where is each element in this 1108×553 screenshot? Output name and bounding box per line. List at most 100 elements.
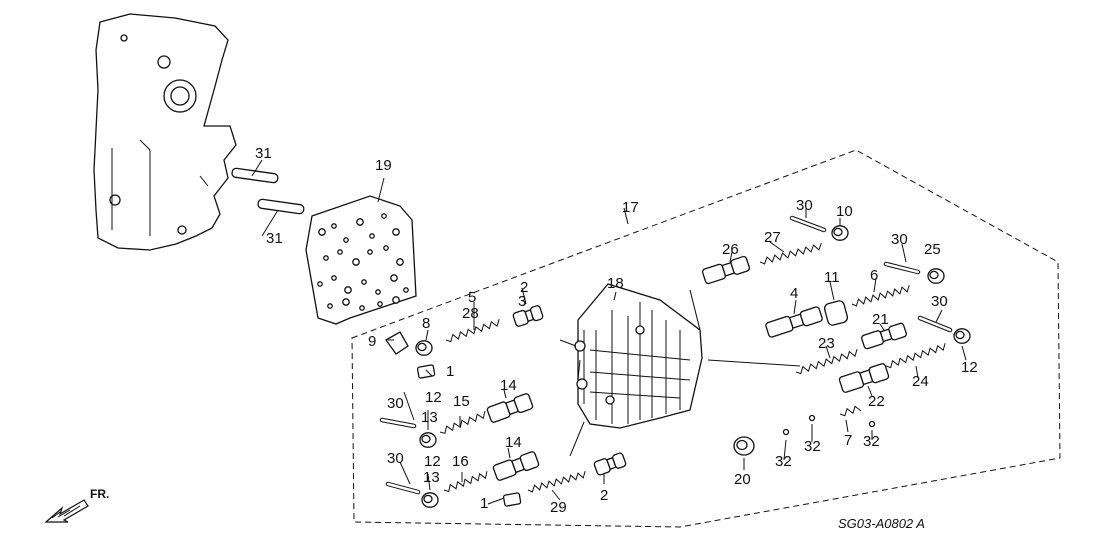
plate-hole	[375, 289, 381, 295]
part-label-30: 30	[387, 450, 404, 467]
front-arrow-icon	[44, 499, 89, 523]
filter-20	[733, 436, 755, 456]
part-label-31: 31	[255, 145, 272, 162]
part-label-30: 30	[891, 231, 908, 248]
leader-line	[873, 277, 877, 293]
retainer-9	[385, 331, 409, 355]
cap-13-lower	[421, 492, 439, 508]
plate-hole	[327, 303, 333, 309]
plate-hole	[317, 281, 323, 287]
leader-line	[769, 241, 785, 253]
clip-1-lower	[502, 492, 522, 507]
leader-line	[689, 289, 701, 331]
leader-line	[425, 329, 429, 341]
valve-14-lower	[492, 451, 540, 481]
cap-13-upper	[419, 432, 437, 448]
part-label-7: 7	[844, 432, 852, 449]
plate-hole	[390, 274, 398, 282]
spring-15	[439, 411, 486, 434]
clip-1-upper	[416, 364, 436, 379]
main-valve-body	[574, 283, 703, 429]
part-label-20: 20	[734, 471, 751, 488]
pin-30-top	[789, 215, 827, 233]
part-label-16: 16	[452, 453, 469, 470]
plate-hole	[392, 296, 400, 304]
part-label-13: 13	[423, 469, 440, 486]
part-label-25: 25	[924, 241, 941, 258]
plate-hole	[381, 213, 387, 219]
plate-hole	[342, 298, 350, 306]
leader-line	[577, 359, 581, 381]
leader-line	[867, 385, 873, 397]
leader-line	[935, 309, 943, 323]
part-label-17: 17	[622, 199, 639, 216]
leader-line	[377, 177, 385, 203]
transmission-case	[93, 13, 237, 251]
part-label-8: 8	[422, 315, 430, 332]
part-label-12: 12	[961, 359, 978, 376]
part-label-30: 30	[387, 395, 404, 412]
part-label-24: 24	[912, 373, 929, 390]
assembly-outline	[351, 149, 1061, 528]
part-label-1: 1	[446, 363, 454, 380]
plate-hole	[331, 275, 337, 281]
cap-8	[415, 340, 433, 356]
leader-line	[829, 281, 835, 301]
part-label-32: 32	[863, 433, 880, 450]
valve-3	[512, 305, 544, 327]
pin-30-far	[917, 315, 953, 333]
part-label-22: 22	[868, 393, 885, 410]
plate-hole	[356, 218, 364, 226]
dowel-pins	[231, 167, 305, 215]
plate-hole	[359, 305, 365, 311]
valve-14-upper	[486, 393, 534, 423]
front-direction-indicator: FR.	[44, 487, 109, 523]
part-label-13: 13	[421, 409, 438, 426]
part-label-3: 3	[518, 293, 526, 310]
leader-line	[403, 391, 415, 421]
part-label-23: 23	[818, 335, 835, 352]
leader-line	[521, 287, 527, 305]
pin-30-right	[883, 261, 921, 275]
plate-hole	[331, 223, 337, 229]
leader-line	[399, 461, 411, 485]
part-label-2: 2	[600, 487, 608, 504]
plate-hole	[337, 249, 343, 255]
leader-line	[261, 209, 279, 237]
valve-4	[765, 306, 823, 338]
leader-line	[551, 489, 561, 501]
parts-layer	[379, 215, 971, 508]
spring-7	[839, 405, 862, 417]
part-label-11: 11	[824, 269, 840, 286]
part-label-30: 30	[796, 197, 813, 214]
leader-line	[729, 251, 733, 263]
separator-plate	[305, 195, 417, 325]
plate-hole	[361, 279, 367, 285]
part-label-18: 18	[607, 275, 624, 292]
part-label-32: 32	[775, 453, 792, 470]
leader-line	[251, 159, 263, 177]
plate-hole	[369, 233, 375, 239]
plate-hole	[323, 255, 329, 261]
plate-hole	[377, 301, 383, 307]
leader-line	[783, 439, 787, 461]
part-label-19: 19	[375, 157, 392, 174]
part-label-12: 12	[425, 389, 442, 406]
leader-line	[569, 421, 585, 457]
plate-hole	[343, 237, 349, 243]
leader-line	[879, 323, 885, 331]
valve-22	[838, 363, 890, 393]
part-label-21: 21	[872, 311, 889, 328]
spring-23	[795, 348, 858, 375]
drawing-code: SG03-A0802 A	[838, 516, 925, 531]
valve-21	[861, 322, 907, 350]
part-label-27: 27	[764, 229, 781, 246]
sleeve-11	[823, 300, 849, 326]
part-label-32: 32	[804, 438, 821, 455]
part-label-9: 9	[368, 333, 376, 350]
plate-hole	[392, 228, 400, 236]
spring-16	[443, 471, 488, 493]
leader-line	[507, 447, 511, 459]
